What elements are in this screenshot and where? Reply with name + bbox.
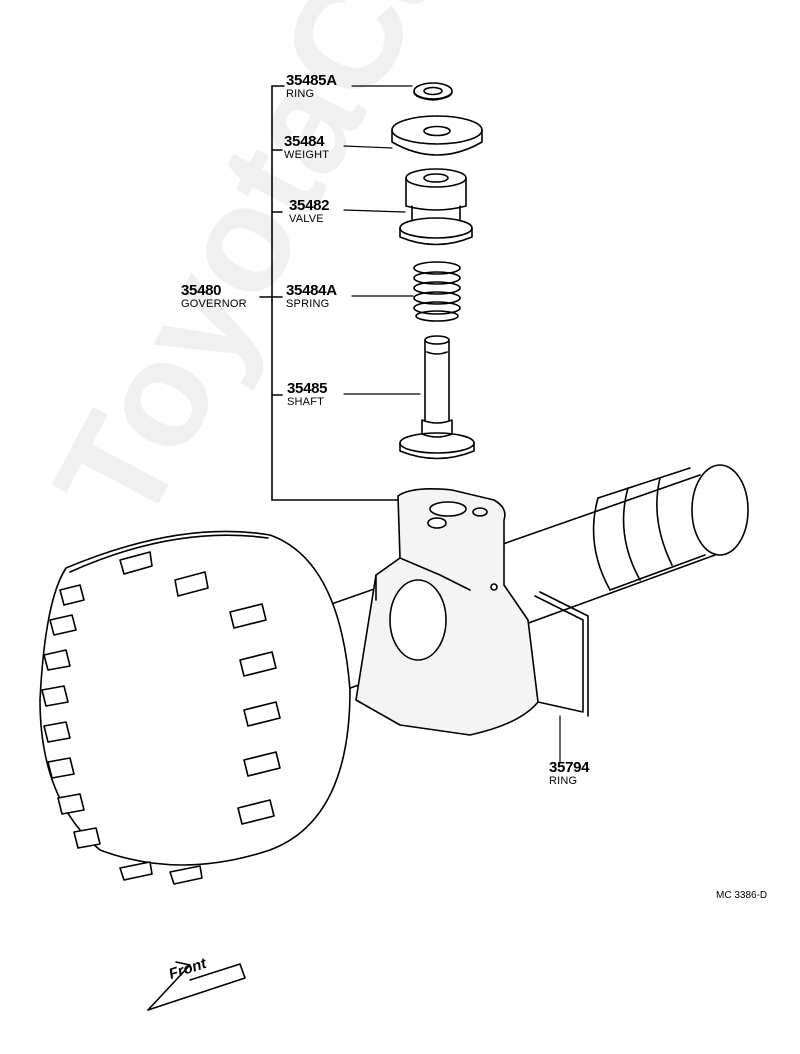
- part-label-35485a: 35485A RING: [286, 72, 337, 100]
- part-label-35485: 35485 SHAFT: [287, 380, 328, 408]
- part-label-35484: 35484 WEIGHT: [284, 133, 330, 161]
- weight-35484-part: [391, 115, 483, 156]
- part-label-35794: 35794 RING: [549, 759, 590, 787]
- governor-body-part: [355, 488, 539, 736]
- leader-lines: [343, 85, 561, 763]
- valve-35482-part: [399, 168, 473, 246]
- shaft-35485-part: [399, 335, 475, 460]
- spring-35484a-part: [413, 261, 461, 322]
- parking-gear-part: [39, 530, 351, 885]
- drawing-code: MC 3386-D: [716, 890, 768, 901]
- part-label-35482: 35482 VALVE: [289, 197, 330, 225]
- assembly-bracket: [259, 85, 401, 501]
- part-label-35480: 35480 GOVERNOR: [181, 282, 247, 310]
- part-label-35484a: 35484A SPRING: [286, 282, 337, 310]
- ring-35794-part: [534, 591, 589, 717]
- front-arrow-icon: [147, 961, 246, 1011]
- ring-35485a-part: [413, 82, 453, 101]
